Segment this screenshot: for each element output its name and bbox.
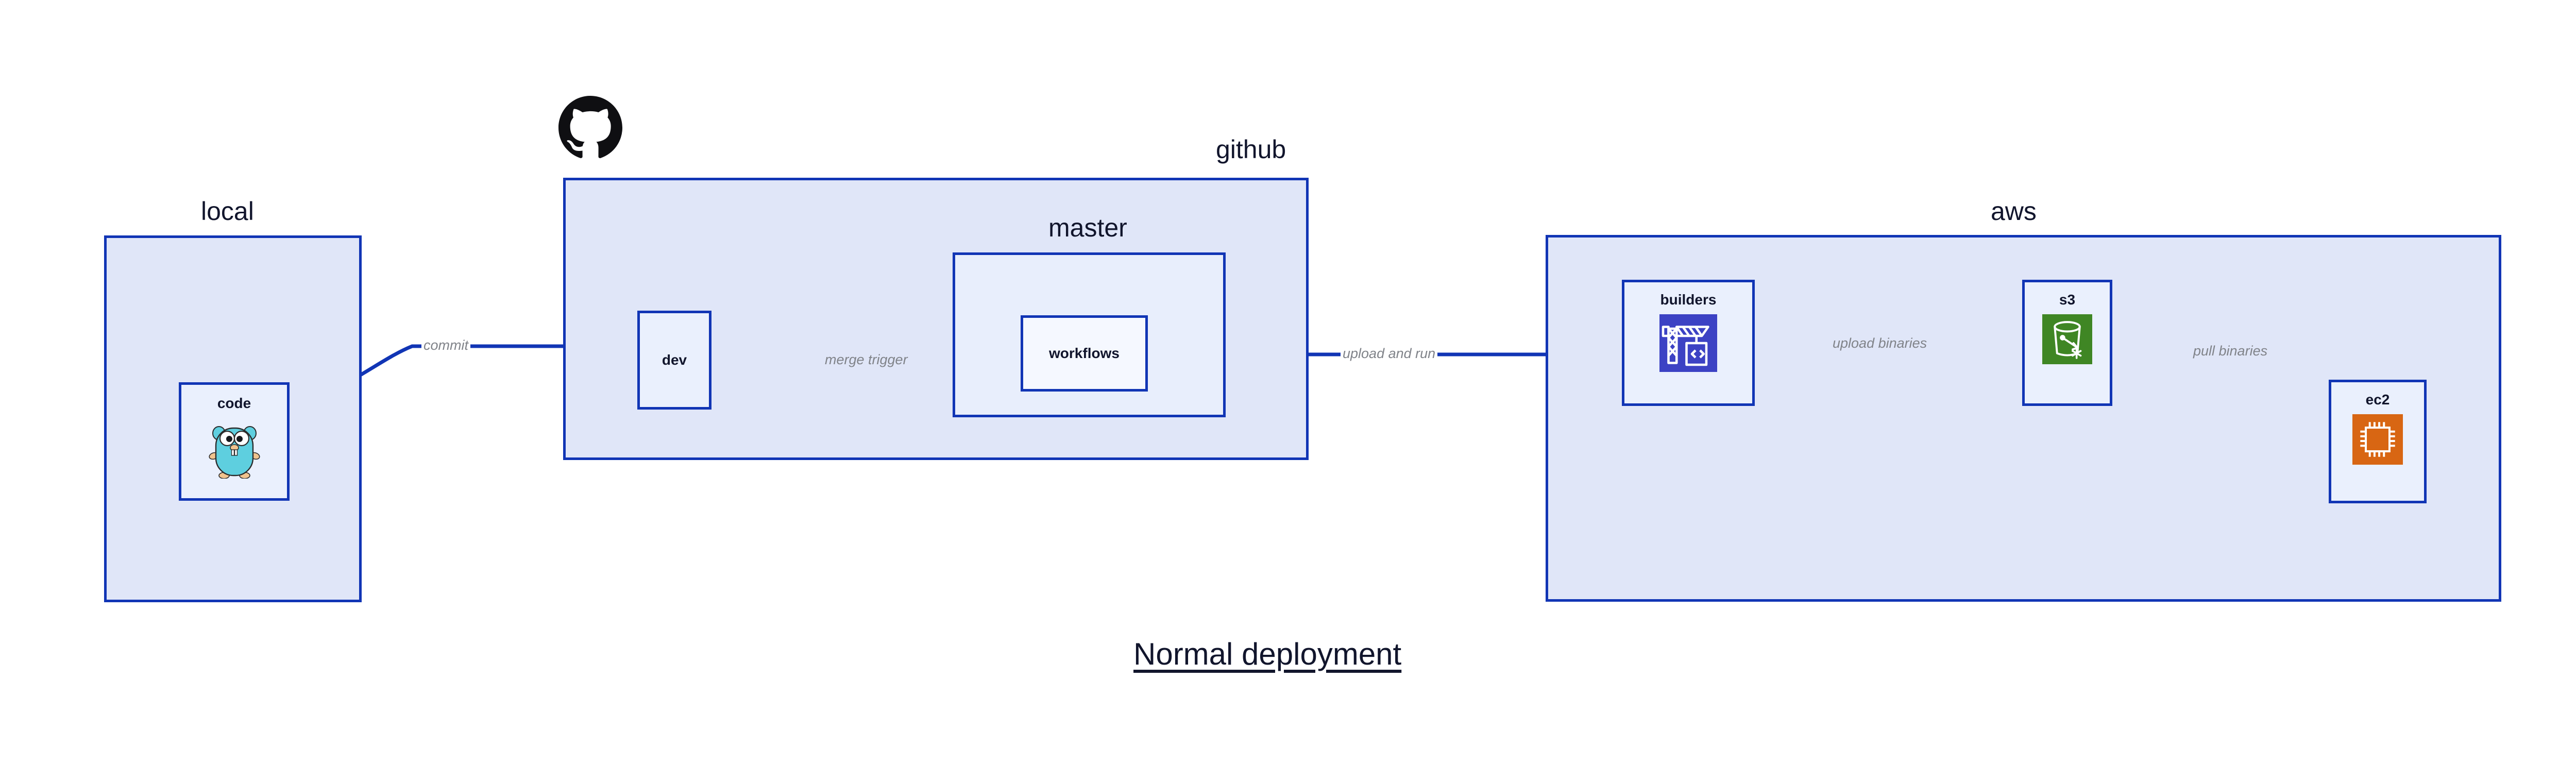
node-dev[interactable]: dev	[637, 311, 711, 410]
aws-codebuild-icon	[1659, 314, 1717, 372]
diagram-title: Normal deployment	[1133, 637, 1402, 671]
edge-label-upload-binaries: upload binaries	[1831, 336, 1929, 350]
node-code[interactable]: code	[179, 382, 290, 501]
node-code-title: code	[217, 395, 251, 411]
node-s3-title: s3	[2059, 292, 2076, 308]
go-gopher-icon	[208, 426, 260, 479]
edge-label-pull-binaries: pull binaries	[2191, 344, 2270, 358]
group-local-label: local	[201, 197, 254, 226]
node-builders-title: builders	[1660, 292, 1717, 308]
aws-s3-icon	[2042, 314, 2092, 364]
node-ec2[interactable]: ec2	[2329, 380, 2427, 503]
edge-label-commit: commit	[421, 338, 470, 352]
node-s3[interactable]: s3	[2022, 280, 2112, 406]
node-ec2-title: ec2	[2365, 392, 2390, 408]
node-workflows-title: workflows	[1049, 345, 1120, 361]
group-local	[104, 235, 362, 602]
node-dev-title: dev	[662, 352, 687, 368]
group-github-label: github	[1216, 135, 1286, 164]
aws-ec2-icon	[2352, 414, 2403, 465]
group-master-label: master	[1048, 213, 1127, 242]
node-builders[interactable]: builders	[1622, 280, 1755, 406]
node-workflows[interactable]: workflows	[1021, 315, 1148, 392]
group-aws-label: aws	[1991, 197, 2037, 226]
edge-label-merge-trigger: merge trigger	[823, 353, 910, 367]
github-octocat-icon	[558, 96, 622, 158]
edge-label-upload-and-run: upload and run	[1341, 347, 1438, 361]
